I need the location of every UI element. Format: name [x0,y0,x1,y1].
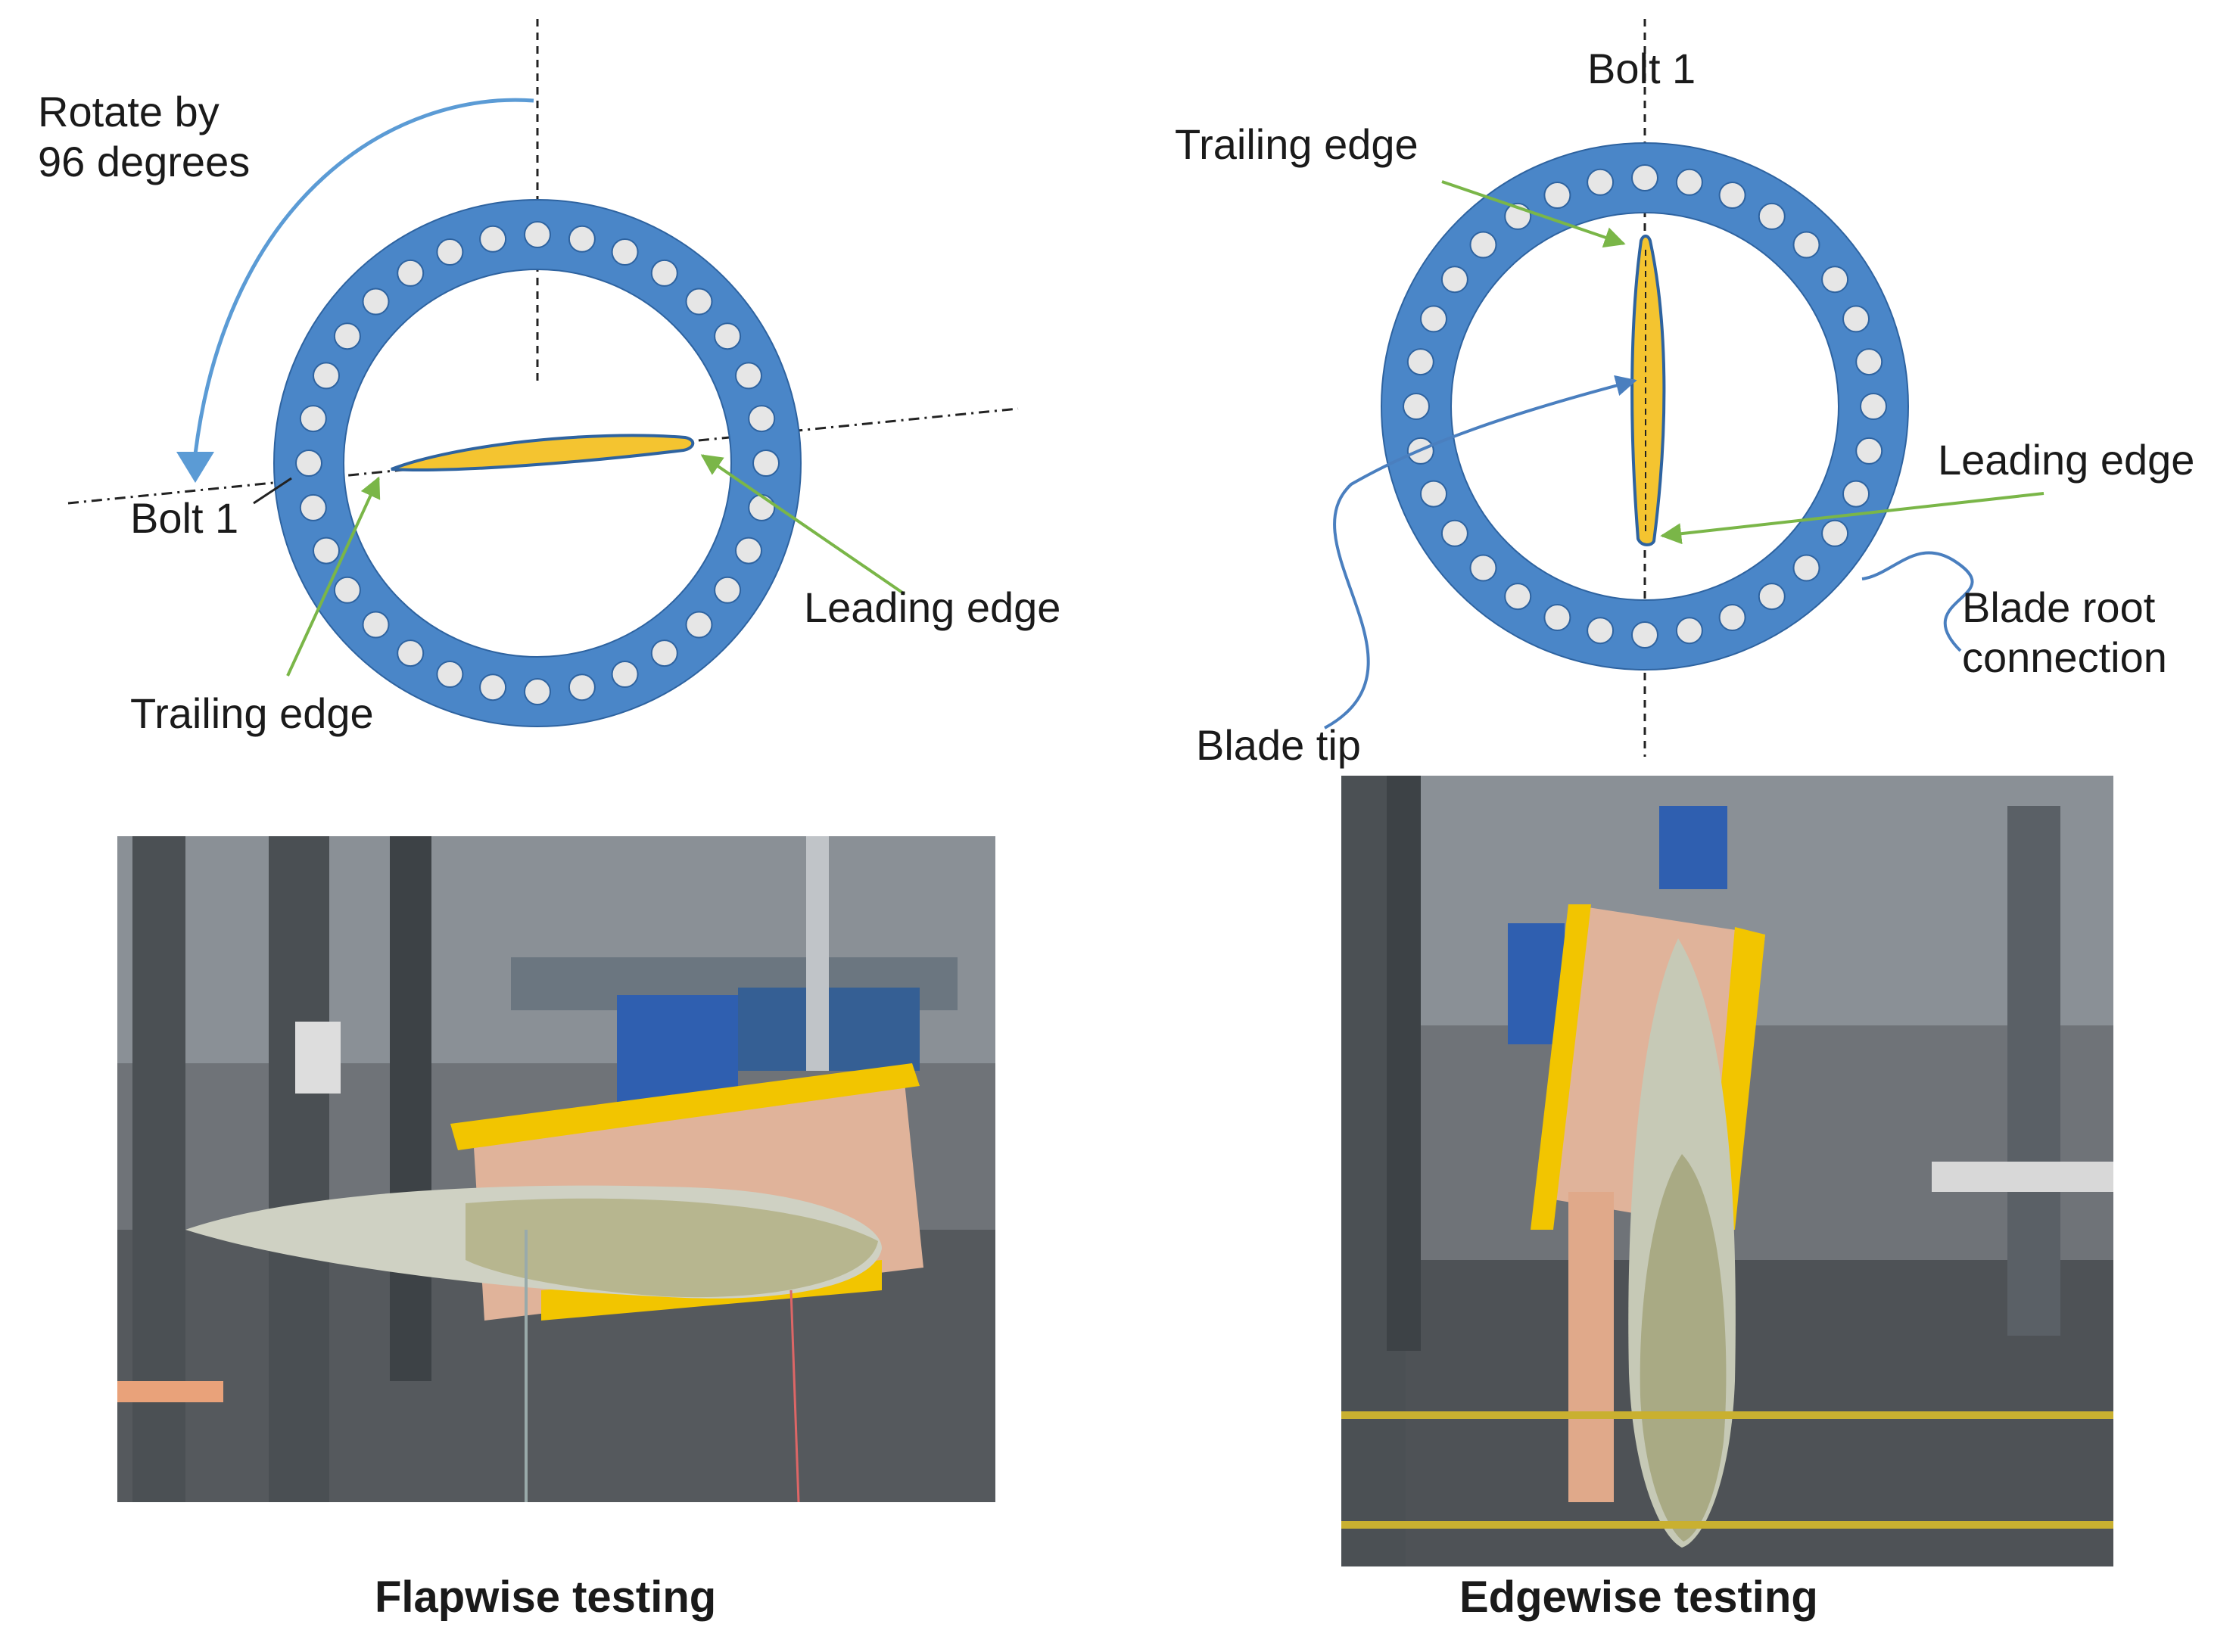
left-bolt-holes [295,221,780,705]
bolt-hole-icon [1842,480,1870,508]
bolt-hole-icon [479,674,507,702]
bolt-hole-icon [1440,519,1468,547]
bolt-hole-icon [752,450,780,477]
left-bolt-pointer [253,477,292,505]
bolt-hole-icon [1758,583,1786,611]
bolt-hole-icon [1792,231,1820,259]
edgewise-caption: Edgewise testing [1459,1573,1818,1622]
bolt-hole-icon [1758,202,1786,230]
rotation-label-line2: 96 degrees [38,138,251,186]
bolt-hole-icon [299,405,327,433]
bolt-hole-icon [650,639,678,667]
bolt-hole-icon [1543,182,1571,209]
bolt-hole-icon [685,288,713,316]
bolt-hole-icon [397,639,425,667]
bolt-hole-icon [685,611,713,639]
bolt-hole-icon [1842,305,1870,333]
left-airfoil [391,434,695,471]
right-leading-edge-pointer [1660,492,2044,545]
bolt-hole-icon [524,678,551,705]
edgewise-test-photo [1341,776,2113,1566]
bolt-hole-icon [1587,617,1615,645]
bolt-hole-icon [333,322,361,350]
bolt-hole-icon [436,661,464,688]
bolt-hole-icon [611,661,639,688]
bolt-hole-icon [1469,231,1497,259]
bolt-hole-icon [1718,604,1746,631]
bolt-hole-icon [735,537,762,565]
bolt-hole-icon [1587,168,1615,196]
right-flange-diagram [1324,19,2044,757]
bolt-hole-icon [1469,554,1497,582]
left-trailing-edge-label: Trailing edge [130,689,374,737]
bolt-hole-icon [735,362,762,390]
bolt-hole-icon [479,225,507,253]
flapwise-test-photo [117,836,995,1502]
bolt-hole-icon [1855,437,1883,465]
bolt-hole-icon [1403,393,1430,420]
bolt-hole-icon [295,450,322,477]
left-trailing-edge-pointer [286,476,381,677]
bolt-hole-icon [1504,583,1532,611]
bolt-hole-icon [1675,617,1703,645]
bolt-hole-icon [650,259,678,287]
bolt-hole-icon [1631,621,1658,649]
bolt-hole-icon [714,322,742,350]
flapwise-caption: Flapwise testing [375,1573,717,1622]
flapwise-photo-illustration [117,836,995,1502]
right-trailing-edge-label: Trailing edge [1175,120,1419,168]
blade-root-line1: Blade root [1962,583,2156,631]
left-flange-diagram [67,19,1019,727]
rotation-arrow-icon [193,98,534,455]
blade-tip-pointer [1324,375,1637,730]
bolt-hole-icon [299,493,327,521]
bolt-hole-icon [1631,164,1658,191]
bolt-hole-icon [1406,348,1434,376]
blade-root-connection-label: Blade root connection [1962,583,2167,683]
bolt-hole-icon [362,611,390,639]
bolt-hole-icon [1821,519,1849,547]
bolt-hole-icon [1440,266,1468,294]
bolt-hole-icon [524,221,551,248]
bolt-hole-icon [1420,305,1447,333]
bolt-hole-icon [568,225,596,253]
right-bolt-label: Bolt 1 [1587,45,1696,92]
right-airfoil [1630,235,1666,546]
bolt-hole-icon [1821,266,1849,294]
bolt-hole-icon [313,537,340,565]
bolt-hole-icon [436,238,464,266]
rotation-label: Rotate by 96 degrees [38,87,250,187]
left-leading-edge-pointer [700,454,906,596]
right-bolt-holes [1403,164,1887,649]
bolt-hole-icon [568,674,596,702]
bolt-hole-icon [1860,393,1887,420]
bolt-hole-icon [333,576,361,604]
rotation-label-line1: Rotate by [38,88,220,135]
bolt-hole-icon [362,288,390,316]
right-leading-edge-label: Leading edge [1938,436,2195,484]
left-bolt-label: Bolt 1 [130,494,239,542]
bolt-hole-icon [1718,182,1746,209]
bolt-hole-icon [1543,604,1571,631]
bolt-hole-icon [1420,480,1447,508]
blade-root-pointer [1861,551,1974,652]
bolt-hole-icon [714,576,742,604]
bolt-hole-icon [1675,168,1703,196]
bolt-hole-icon [313,362,340,390]
blade-tip-label: Blade tip [1196,721,1361,769]
right-trailing-edge-pointer [1441,180,1626,248]
edgewise-photo-illustration [1341,776,2113,1566]
bolt-hole-icon [1855,348,1883,376]
bolt-hole-icon [1792,554,1820,582]
bolt-hole-icon [611,238,639,266]
bolt-hole-icon [397,259,425,287]
bolt-hole-icon [748,493,776,521]
blade-root-line2: connection [1962,633,2167,682]
bolt-hole-icon [748,405,776,433]
left-leading-edge-label: Leading edge [804,583,1061,631]
